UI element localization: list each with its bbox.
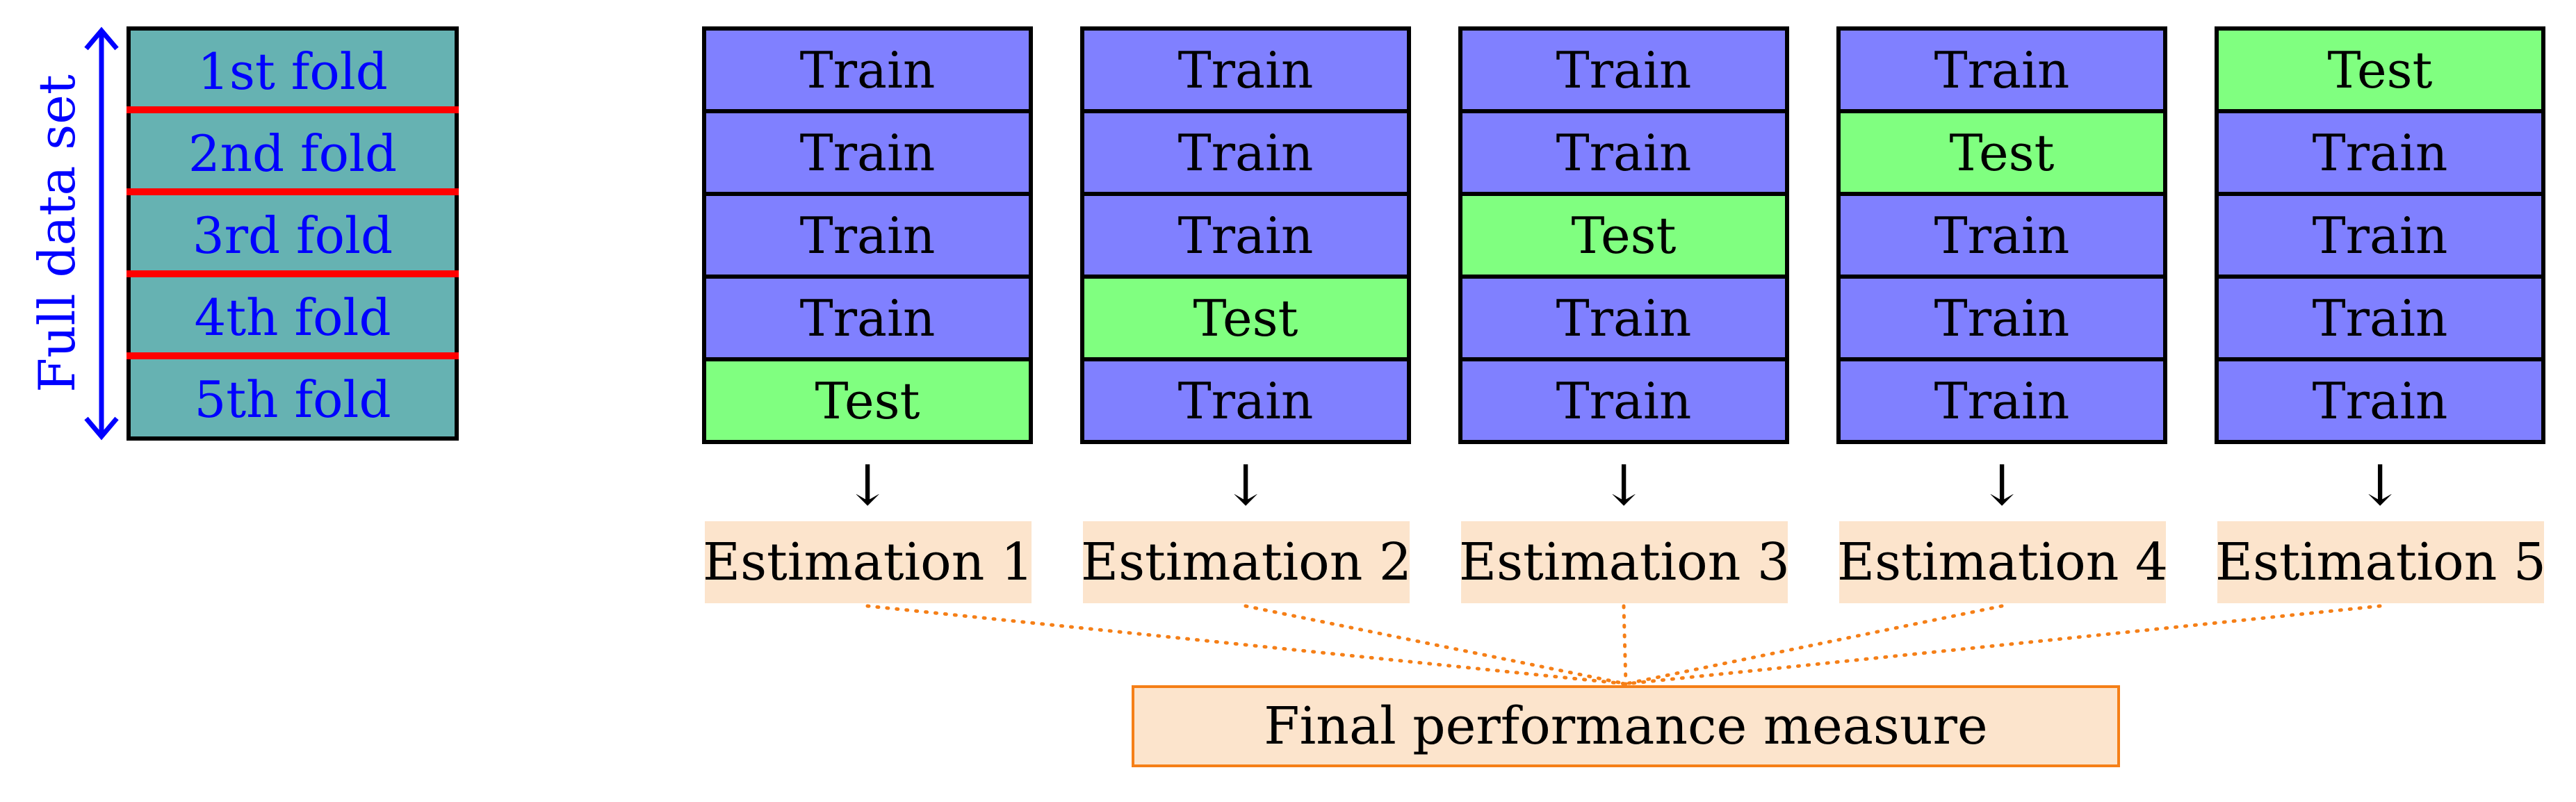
- down-arrow-icon: ↓: [2356, 453, 2404, 518]
- fold-separator: [127, 188, 459, 195]
- train-cell: Train: [1836, 357, 2167, 444]
- connector-line: [1624, 604, 2004, 686]
- train-cell: Train: [1836, 26, 2167, 113]
- fold-separator: [127, 352, 459, 359]
- full-data-set-label: Full data set: [28, 74, 86, 393]
- test-cell: Test: [2215, 26, 2545, 113]
- connector-line: [1622, 604, 1628, 686]
- fold-separator: [127, 270, 459, 277]
- train-cell: Train: [2215, 357, 2545, 444]
- train-cell: Train: [702, 109, 1033, 196]
- down-arrow-icon: ↓: [1978, 453, 2025, 518]
- final-performance-measure: Final performance measure: [1132, 685, 2120, 767]
- train-cell: Train: [702, 26, 1033, 113]
- down-arrow-icon: ↓: [844, 453, 891, 518]
- fold-stack: 1st fold 2nd fold 3rd fold 4th fold 5th …: [127, 26, 459, 441]
- train-cell: Train: [1458, 109, 1789, 196]
- train-cell: Train: [1836, 275, 2167, 361]
- fold-1: 1st fold: [197, 42, 388, 101]
- test-cell: Test: [1080, 275, 1411, 361]
- train-cell: Train: [1080, 109, 1411, 196]
- fold-separator: [127, 106, 459, 113]
- connector-line: [865, 604, 1628, 686]
- estimation-2: Estimation 2: [1081, 521, 1412, 603]
- fold-4: 4th fold: [194, 288, 391, 347]
- connector-line: [1624, 604, 2382, 686]
- test-cell: Test: [702, 357, 1033, 444]
- train-cell: Train: [702, 192, 1033, 279]
- train-cell: Train: [1080, 26, 1411, 113]
- estimation-3: Estimation 3: [1459, 521, 1790, 603]
- down-arrow-icon: ↓: [1600, 453, 1647, 518]
- train-cell: Train: [1458, 26, 1789, 113]
- fold-3: 3rd fold: [192, 206, 393, 265]
- estimation-1: Estimation 1: [703, 521, 1034, 603]
- test-cell: Test: [1836, 109, 2167, 196]
- full-data-set-arrow: [84, 26, 119, 441]
- test-cell: Test: [1458, 192, 1789, 279]
- train-cell: Train: [1080, 357, 1411, 444]
- train-cell: Train: [1458, 275, 1789, 361]
- train-cell: Train: [2215, 109, 2545, 196]
- connector-line: [1244, 604, 1628, 686]
- fold-5: 5th fold: [194, 370, 391, 429]
- train-cell: Train: [2215, 275, 2545, 361]
- train-cell: Train: [1836, 192, 2167, 279]
- estimation-4: Estimation 4: [1837, 521, 2168, 603]
- fold-2: 2nd fold: [188, 124, 398, 183]
- down-arrow-icon: ↓: [1222, 453, 1269, 518]
- estimation-5: Estimation 5: [2215, 521, 2546, 603]
- train-cell: Train: [2215, 192, 2545, 279]
- train-cell: Train: [1080, 192, 1411, 279]
- train-cell: Train: [702, 275, 1033, 361]
- connector-lines: [865, 604, 2382, 686]
- train-cell: Train: [1458, 357, 1789, 444]
